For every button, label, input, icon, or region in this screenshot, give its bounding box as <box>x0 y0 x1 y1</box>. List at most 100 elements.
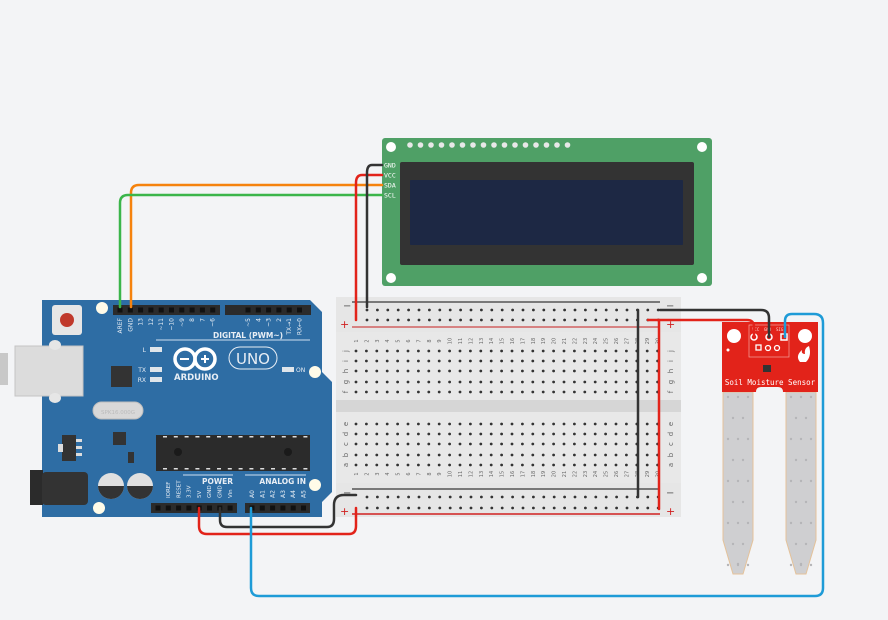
breadboard-hole[interactable] <box>583 349 587 353</box>
breadboard-hole[interactable] <box>354 453 358 457</box>
breadboard-hole[interactable] <box>354 432 358 436</box>
breadboard-hole[interactable] <box>583 380 587 384</box>
breadboard-hole[interactable] <box>469 308 473 312</box>
breadboard-hole[interactable] <box>428 318 431 322</box>
breadboard-hole[interactable] <box>354 390 358 394</box>
breadboard-hole[interactable] <box>375 380 379 384</box>
breadboard-hole[interactable] <box>407 506 410 510</box>
breadboard-hole[interactable] <box>469 369 472 373</box>
digital-pin[interactable] <box>266 307 272 313</box>
breadboard-hole[interactable] <box>531 463 535 467</box>
breadboard-hole[interactable] <box>562 369 566 373</box>
breadboard-hole[interactable] <box>490 495 494 499</box>
breadboard-hole[interactable] <box>458 432 462 436</box>
digital-pin[interactable] <box>245 307 251 313</box>
breadboard-hole[interactable] <box>365 453 368 457</box>
breadboard-hole[interactable] <box>625 422 628 426</box>
wire-5v[interactable] <box>197 506 358 536</box>
breadboard-hole[interactable] <box>469 495 473 499</box>
breadboard-hole[interactable] <box>375 422 379 426</box>
breadboard-hole[interactable] <box>645 453 649 457</box>
breadboard-hole[interactable] <box>375 359 379 363</box>
breadboard-hole[interactable] <box>552 318 556 322</box>
power-pin[interactable] <box>165 505 171 511</box>
digital-pin[interactable] <box>148 307 154 313</box>
power-header[interactable] <box>151 503 237 513</box>
breadboard-hole[interactable] <box>625 442 628 446</box>
breadboard-hole[interactable] <box>594 506 598 510</box>
breadboard-hole[interactable] <box>417 380 420 384</box>
breadboard-hole[interactable] <box>615 308 618 312</box>
breadboard-hole[interactable] <box>469 432 472 436</box>
breadboard-hole[interactable] <box>396 390 399 394</box>
power-pin[interactable] <box>155 505 161 511</box>
digital-pin[interactable] <box>138 307 144 313</box>
digital-pin[interactable] <box>297 307 302 313</box>
analog-header[interactable] <box>245 503 310 513</box>
breadboard-hole[interactable] <box>573 380 576 384</box>
breadboard-hole[interactable] <box>489 380 493 384</box>
breadboard-hole[interactable] <box>646 308 650 312</box>
breadboard-hole[interactable] <box>406 463 410 467</box>
breadboard-hole[interactable] <box>521 369 524 373</box>
breadboard-hole[interactable] <box>469 359 472 363</box>
breadboard-hole[interactable] <box>365 359 368 363</box>
breadboard-hole[interactable] <box>625 318 629 322</box>
soil-moisture-sensor[interactable]: VCC GND SIG Soil Moisture Sensor <box>722 322 818 575</box>
breadboard-hole[interactable] <box>417 318 421 322</box>
breadboard-hole[interactable] <box>593 390 597 394</box>
breadboard-hole[interactable] <box>573 369 576 373</box>
breadboard-hole[interactable] <box>469 506 473 510</box>
breadboard-hole[interactable] <box>636 506 639 510</box>
breadboard-hole[interactable] <box>562 422 566 426</box>
breadboard-hole[interactable] <box>480 318 483 322</box>
breadboard-hole[interactable] <box>438 495 442 499</box>
breadboard-hole[interactable] <box>354 442 358 446</box>
breadboard-hole[interactable] <box>354 349 358 353</box>
breadboard-hole[interactable] <box>480 506 483 510</box>
breadboard-hole[interactable] <box>625 380 628 384</box>
breadboard-hole[interactable] <box>531 380 535 384</box>
power-pin[interactable] <box>186 505 192 511</box>
breadboard-hole[interactable] <box>531 359 535 363</box>
breadboard-hole[interactable] <box>428 308 431 312</box>
breadboard-hole[interactable] <box>479 453 483 457</box>
breadboard-hole[interactable] <box>645 390 649 394</box>
breadboard-hole[interactable] <box>459 495 462 499</box>
analog-pin[interactable] <box>270 505 276 511</box>
breadboard-hole[interactable] <box>604 432 607 436</box>
breadboard-hole[interactable] <box>448 390 451 394</box>
breadboard-hole[interactable] <box>511 318 514 322</box>
breadboard-hole[interactable] <box>489 369 493 373</box>
breadboard-hole[interactable] <box>614 349 618 353</box>
breadboard-hole[interactable] <box>469 442 472 446</box>
breadboard-hole[interactable] <box>563 506 566 510</box>
breadboard-hole[interactable] <box>562 349 566 353</box>
breadboard-hole[interactable] <box>490 308 494 312</box>
breadboard-hole[interactable] <box>573 453 576 457</box>
breadboard-hole[interactable] <box>573 442 576 446</box>
breadboard-hole[interactable] <box>437 453 441 457</box>
breadboard-hole[interactable] <box>448 359 451 363</box>
breadboard-hole[interactable] <box>437 380 441 384</box>
breadboard[interactable]: − + − + − + − + 112233445566778899101011… <box>336 297 681 518</box>
reset-button[interactable] <box>60 313 74 327</box>
breadboard-hole[interactable] <box>406 390 410 394</box>
breadboard-hole[interactable] <box>428 495 431 499</box>
digital-pin[interactable] <box>255 307 261 313</box>
digital-pin[interactable] <box>189 307 195 313</box>
breadboard-hole[interactable] <box>406 359 410 363</box>
breadboard-hole[interactable] <box>552 432 555 436</box>
breadboard-hole[interactable] <box>396 380 399 384</box>
breadboard-hole[interactable] <box>573 506 577 510</box>
breadboard-hole[interactable] <box>375 369 379 373</box>
breadboard-hole[interactable] <box>521 359 524 363</box>
breadboard-hole[interactable] <box>417 422 420 426</box>
breadboard-hole[interactable] <box>531 453 535 457</box>
breadboard-hole[interactable] <box>573 463 576 467</box>
breadboard-hole[interactable] <box>552 463 555 467</box>
breadboard-hole[interactable] <box>385 432 389 436</box>
breadboard-hole[interactable] <box>510 380 514 384</box>
breadboard-hole[interactable] <box>625 495 629 499</box>
